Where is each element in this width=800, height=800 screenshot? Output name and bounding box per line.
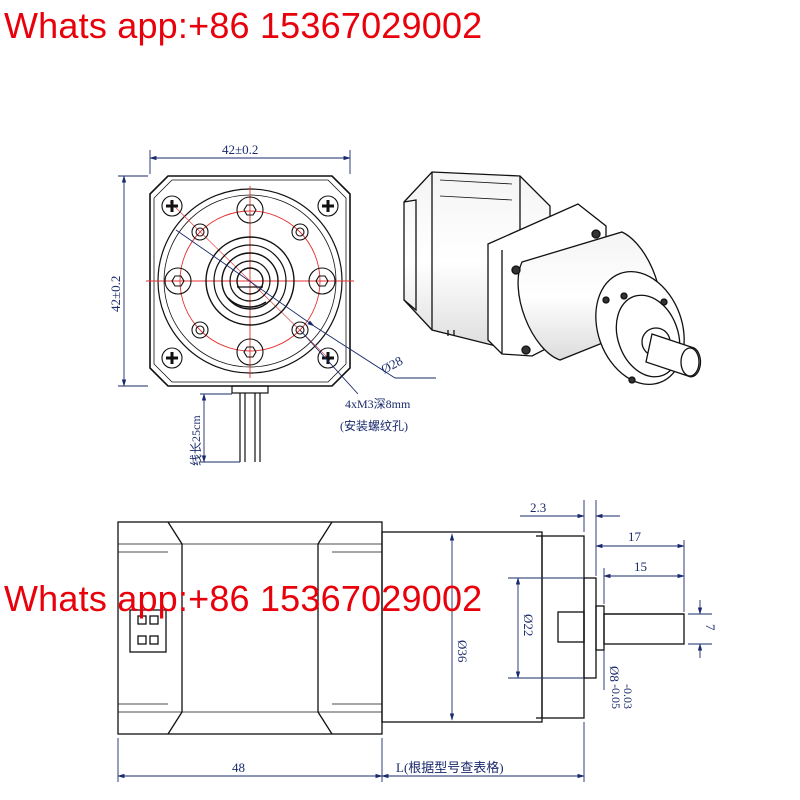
shaft-tolerance-upper: -0.03 [621,684,635,709]
shaft-length-dim: 15 [634,559,647,574]
isometric-view [403,171,702,386]
wire-length-label: 线长25cm [189,415,203,466]
flange-hex-screws [164,196,336,366]
front-dimensions [118,150,436,463]
thread-note-cn: (安装螺纹孔) [340,418,408,433]
connector [129,609,167,653]
thread-note: 4xM3深8mm [345,397,411,411]
watermark-middle: Whats app:+86 15367029002 [4,578,483,619]
watermark-top: Whats app:+86 15367029002 [4,5,483,46]
wire-exit [231,385,269,394]
flat-dim: 7 [703,624,718,631]
motor-body-side [117,521,383,735]
shaft-diameter-dim: Ø8 [607,666,622,682]
shaft-total-dim: 17 [628,529,642,544]
front-view [146,175,354,462]
front-width-dim: 42±0.2 [222,142,258,157]
bolt-circle-dim: Ø28 [378,353,405,377]
motor-flange-outline [149,175,351,387]
output-shaft-side [603,613,685,645]
motor-length-dim: 48 [232,760,245,775]
m3-threaded-holes [191,223,309,339]
shaft-tolerance-lower: -0.05 [609,684,623,709]
boss-diameter-dim: Ø22 [521,614,536,636]
front-height-dim: 42±0.2 [108,276,123,312]
side-view [117,521,685,735]
gearbox-length-dim: L(根据型号查表格) [396,760,504,775]
output-shaft-end [236,267,264,295]
gearbox-diameter-dim: Ø36 [455,640,470,663]
side-dimensions [117,500,712,782]
flange-thickness-dim: 2.3 [530,500,546,515]
corner-mounting-screws [161,195,339,369]
